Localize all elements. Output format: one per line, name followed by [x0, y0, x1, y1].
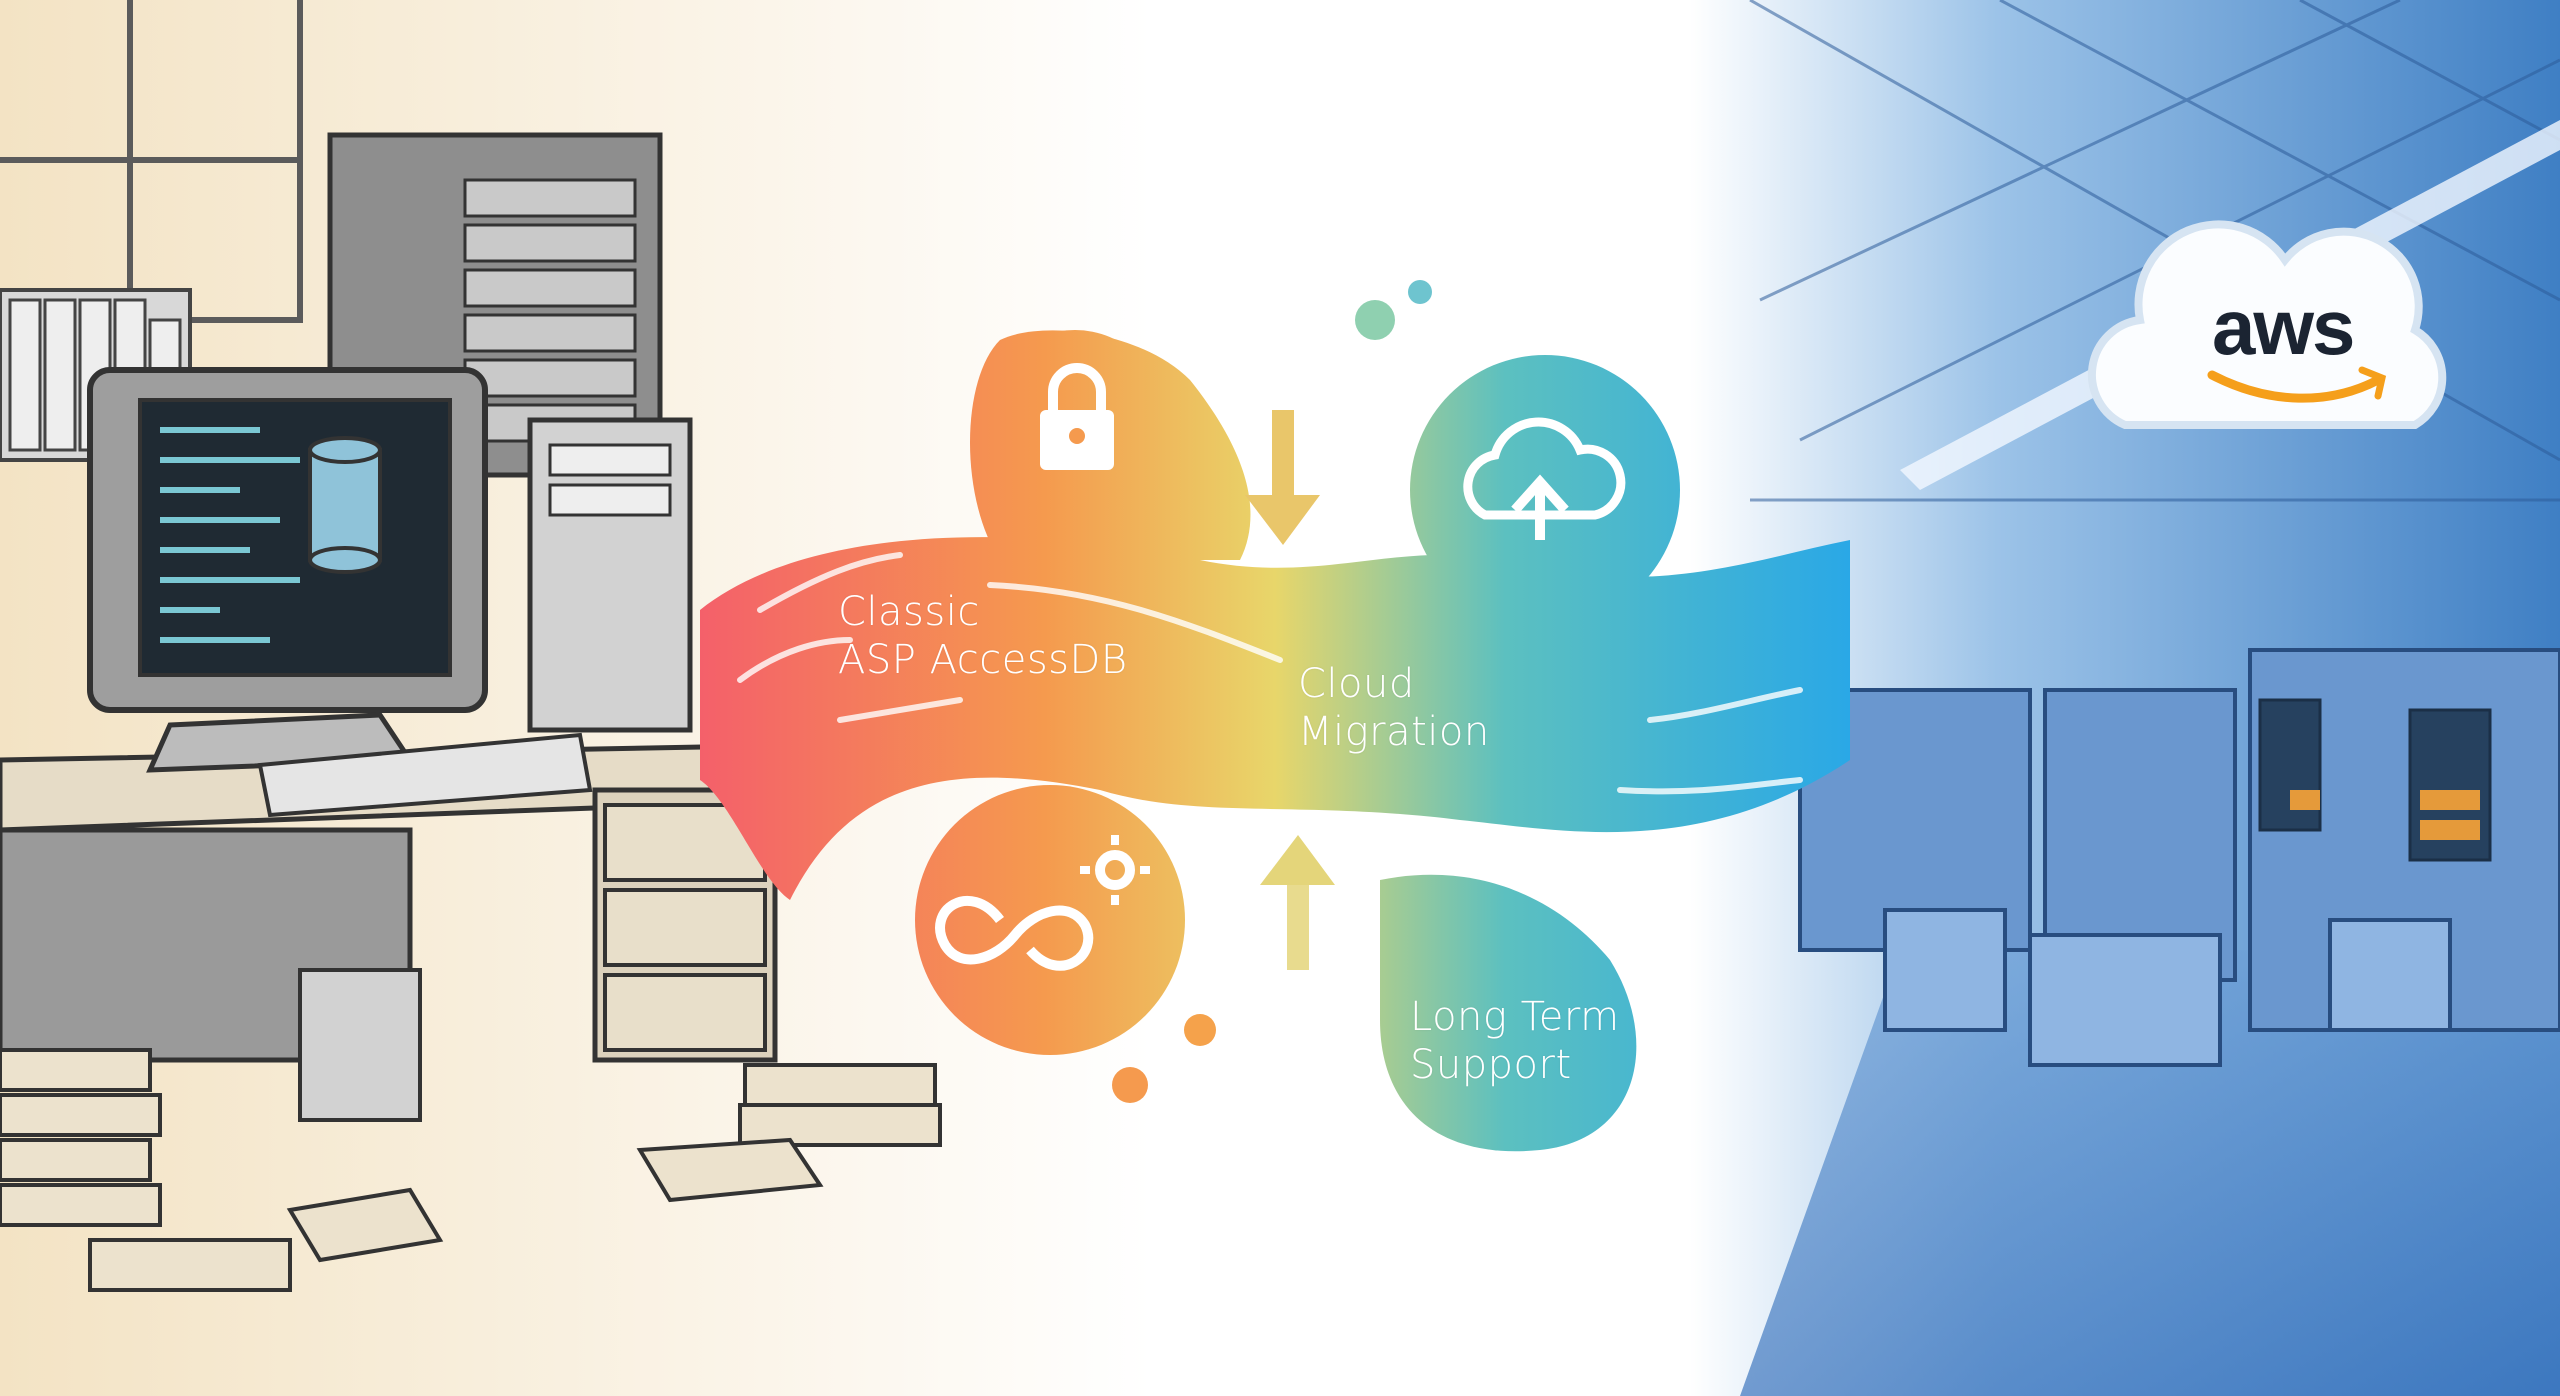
cloud-upload-icon	[1463, 417, 1626, 540]
source-label-line-1: Classic	[838, 589, 980, 635]
support-label-line-2: Support	[1410, 1042, 1572, 1088]
support-label: Long Term Support	[1410, 993, 1620, 1089]
infinity-gear-icon	[935, 835, 1150, 971]
legacy-office	[0, 0, 942, 1292]
migration-label-line-1: Cloud	[1298, 661, 1415, 707]
source-label: Classic ASP AccessDB	[838, 588, 1128, 684]
source-label-line-2: ASP AccessDB	[838, 637, 1128, 683]
arrow-down-icon	[1245, 410, 1320, 545]
aws-cloud-badge	[2087, 220, 2447, 429]
support-label-line-1: Long Term	[1410, 994, 1620, 1040]
lock-icon	[1040, 363, 1114, 470]
migration-label-line-2: Migration	[1298, 709, 1490, 755]
database-icon	[308, 436, 382, 574]
arrow-up-icon	[1260, 835, 1335, 970]
aws-logo-text: aws	[2212, 283, 2355, 371]
migration-label: Cloud Migration	[1298, 660, 1490, 756]
